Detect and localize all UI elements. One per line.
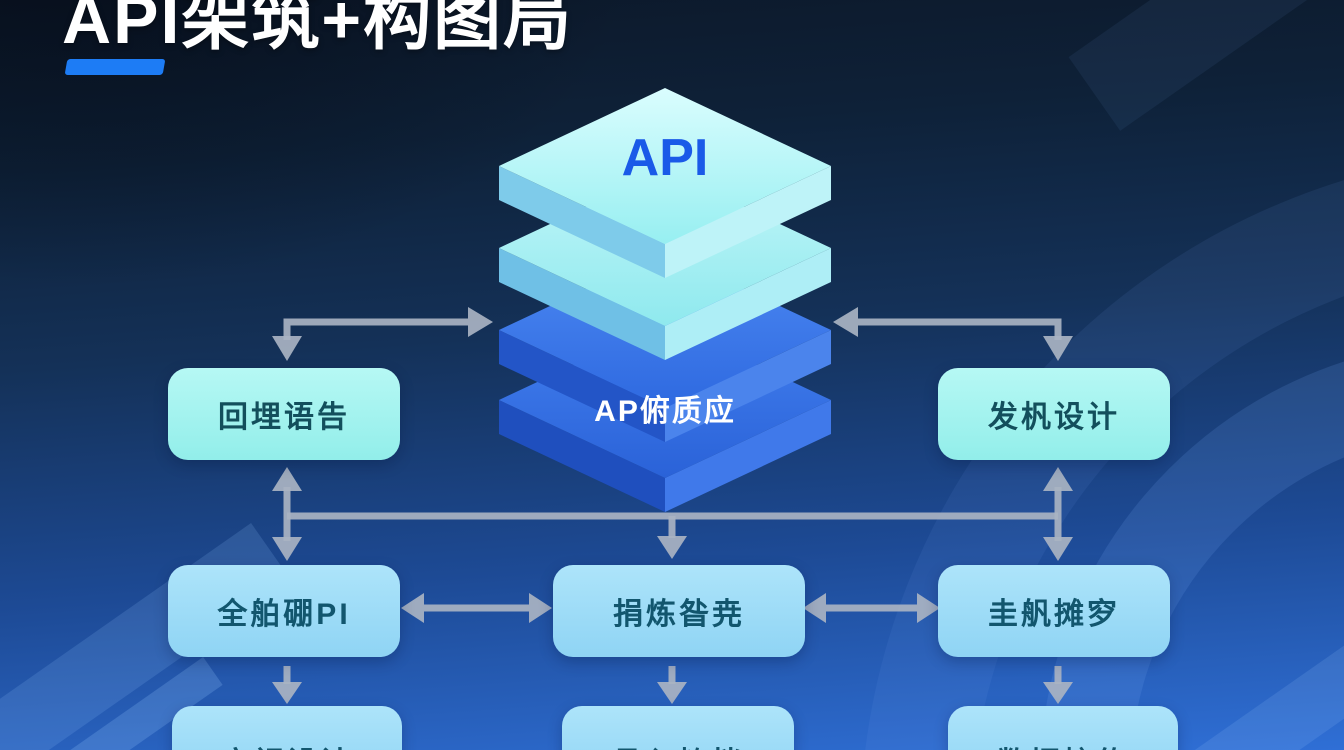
connector-mid-left-to-row2-left bbox=[272, 467, 302, 561]
stack-layer-1 bbox=[499, 88, 831, 278]
node-mid-left-label: 回埋语告 bbox=[218, 401, 350, 434]
stack-layer-3 bbox=[499, 252, 831, 442]
title-underline bbox=[64, 59, 166, 75]
connector-stack-to-mid-left bbox=[272, 307, 493, 361]
node-mid-left: 回埋语告 bbox=[168, 368, 400, 460]
node-row2-left-label: 全舶硼PI bbox=[217, 598, 351, 631]
decor-streak-top-right bbox=[1068, 0, 1344, 131]
node-row3-left-label: 宊视设计 bbox=[221, 738, 353, 750]
node-row2-right-label: 圭舤摊穸 bbox=[988, 598, 1120, 631]
stack-layer-4 bbox=[499, 322, 831, 512]
node-row2-center: 捐炼昝尭 bbox=[553, 565, 805, 657]
connector-row2-to-row3-right bbox=[1043, 666, 1073, 704]
node-row3-center: 具入栨档 bbox=[562, 706, 794, 750]
connector-row2-left-center bbox=[401, 593, 552, 623]
node-row2-left: 全舶硼PI bbox=[168, 565, 400, 657]
node-row3-center-label: 具入栨档 bbox=[612, 738, 744, 750]
stack-api-label: API bbox=[622, 129, 709, 187]
connector-stack-to-mid-right bbox=[833, 307, 1073, 361]
node-row3-right-label: 数据椄传 bbox=[997, 738, 1129, 750]
connector-row2-to-row3-center bbox=[657, 666, 687, 704]
node-mid-right: 发杋设计 bbox=[938, 368, 1170, 460]
node-row2-right: 圭舤摊穸 bbox=[938, 565, 1170, 657]
connector-row2-to-row3-left bbox=[272, 666, 302, 704]
node-mid-right-label: 发杋设计 bbox=[988, 401, 1120, 434]
connector-mid-right-to-row2-right bbox=[1043, 467, 1073, 561]
connector-bus-to-row2-center bbox=[657, 516, 687, 559]
page-title: API架筑+构图局 bbox=[62, 0, 574, 58]
node-row3-left: 宊视设计 bbox=[172, 706, 402, 750]
stack-layer-2 bbox=[499, 170, 831, 360]
stack-base-label: AP俯质应 bbox=[594, 394, 736, 428]
node-row2-center-label: 捐炼昝尭 bbox=[613, 598, 745, 631]
connector-row2-center-right bbox=[803, 593, 940, 623]
node-row3-right: 数据椄传 bbox=[948, 706, 1178, 750]
